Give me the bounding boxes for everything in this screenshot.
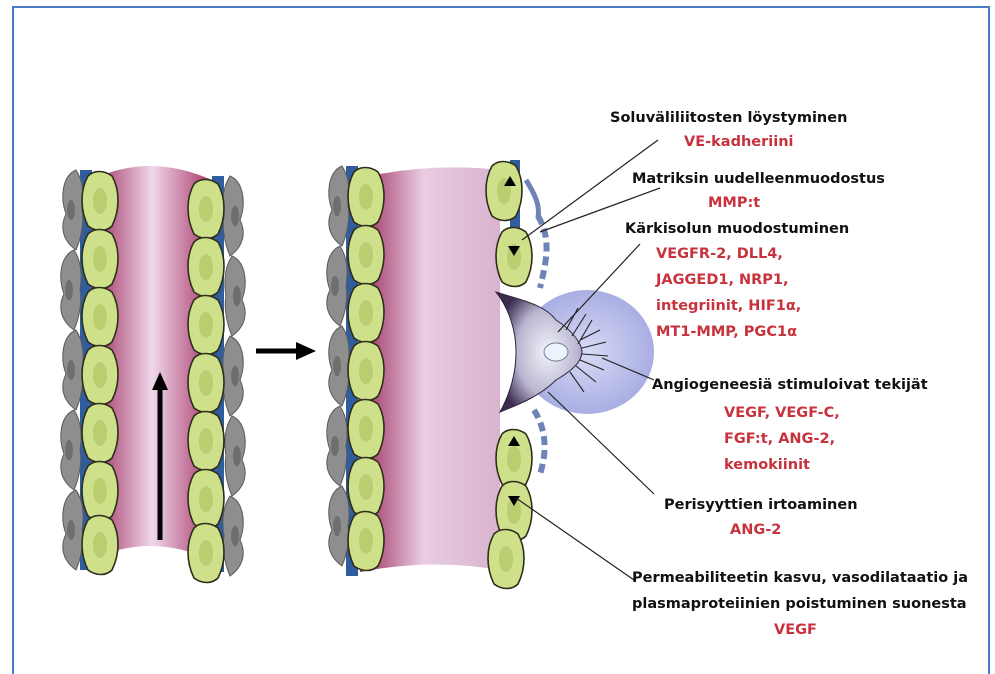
matrix-title: Matriksin uudelleenmuodostus	[632, 171, 885, 187]
stimulators-title: Angiogeneesiä stimuloivat tekijät	[652, 377, 928, 393]
stimulators-factor-3: kemokiinit	[724, 455, 810, 476]
junctions-title: Soluväliliitosten löystyminen	[610, 110, 847, 126]
junctions-factor: VE-kadheriini	[684, 132, 794, 153]
permeability-factor: VEGF	[774, 620, 817, 641]
transition-arrow	[256, 342, 316, 360]
permeability-title-line-2: plasmaproteiinien poistuminen suonesta	[632, 596, 967, 612]
sprouting-vessel	[327, 160, 654, 589]
tipcell-factor-3: integriinit, HIF1α,	[656, 296, 801, 317]
tipcell-factor-4: MT1-MMP, PGC1α	[656, 322, 797, 343]
stimulators-factor-1: VEGF, VEGF-C,	[724, 403, 840, 424]
matrix-factor: MMP:t	[708, 193, 760, 214]
pericytes-title: Perisyyttien irtoaminen	[664, 497, 858, 513]
tipcell-title: Kärkisolun muodostuminen	[625, 221, 849, 237]
tipcell-factor-1: VEGFR-2, DLL4,	[656, 244, 783, 265]
tipcell-factor-2: JAGGED1, NRP1,	[656, 270, 789, 291]
resting-vessel	[61, 166, 245, 583]
permeability-title-line-1: Permeabiliteetin kasvu, vasodilataatio j…	[632, 570, 968, 586]
pericytes-factor: ANG-2	[730, 520, 781, 541]
stimulators-factor-2: FGF:t, ANG-2,	[724, 429, 835, 450]
